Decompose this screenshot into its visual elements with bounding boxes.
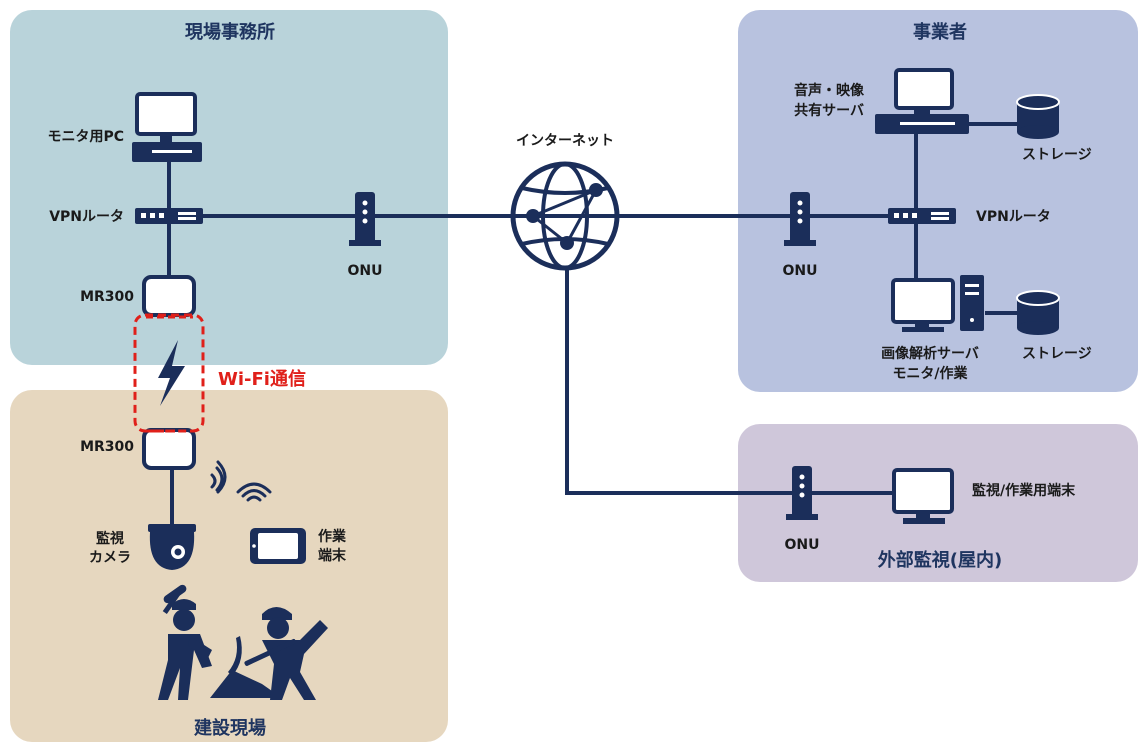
wireless-signal-tablet-icon: [236, 482, 272, 502]
connection-lines: [167, 110, 1025, 525]
label-monitor-pc: モニタ用PC: [47, 129, 124, 145]
label-image-server-line2: モニタ/作業: [892, 366, 968, 382]
label-onu-external: ONU: [784, 537, 820, 553]
zone-site-office: [10, 10, 448, 365]
label-av-server-line2: 共有サーバ: [794, 103, 864, 119]
zone-title-construction-site: 建設現場: [194, 718, 266, 739]
label-storage-bottom: ストレージ: [1022, 346, 1092, 362]
zone-title-operator: 事業者: [913, 22, 967, 43]
construction-workers-icon: [158, 584, 328, 700]
av-server-icon: [875, 68, 969, 134]
lightning-icon: [158, 340, 185, 406]
image-server-icon: [891, 275, 984, 332]
label-onu-left: ONU: [347, 263, 383, 279]
external-terminal-icon: [892, 468, 954, 524]
label-onu-right: ONU: [782, 263, 818, 279]
onu-right-icon: [784, 192, 816, 246]
wireless-signal-camera-icon: [210, 460, 227, 494]
label-av-server-line1: 音声・映像: [794, 83, 864, 99]
storage-bottom-icon: [1016, 290, 1060, 335]
vpn-router-left-icon: [135, 208, 203, 224]
link-internet-external-onu: [565, 270, 795, 495]
mr300-bottom-icon: [142, 428, 196, 470]
storage-top-icon: [1016, 94, 1060, 139]
label-image-server-line1: 画像解析サーバ: [881, 346, 979, 362]
label-tablet-line1: 作業: [318, 529, 346, 545]
surveillance-camera-icon: [148, 524, 196, 570]
internet-globe-icon: [510, 161, 620, 271]
label-wifi: Wi-Fi通信: [218, 369, 306, 390]
label-camera-line2: カメラ: [89, 550, 131, 566]
label-vpn-router-right: VPNルータ: [976, 209, 1051, 225]
zone-title-external-monitoring: 外部監視(屋内): [877, 550, 1003, 571]
onu-external-icon: [786, 466, 818, 520]
monitor-pc-icon: [132, 92, 202, 162]
vpn-router-right-icon: [888, 208, 956, 224]
onu-left-icon: [349, 192, 381, 246]
label-tablet-line2: 端末: [318, 548, 346, 564]
label-vpn-router-left: VPNルータ: [49, 209, 124, 225]
label-mr300-top: MR300: [80, 289, 134, 305]
mr300-top-icon: [142, 275, 196, 317]
label-external-terminal: 監視/作業用端末: [972, 483, 1076, 499]
label-camera-line1: 監視: [96, 531, 124, 547]
zone-title-site-office: 現場事務所: [185, 22, 275, 43]
label-mr300-bottom: MR300: [80, 439, 134, 455]
label-internet: インターネット: [516, 133, 614, 149]
tablet-icon: [250, 528, 306, 564]
label-storage-top: ストレージ: [1022, 147, 1092, 163]
